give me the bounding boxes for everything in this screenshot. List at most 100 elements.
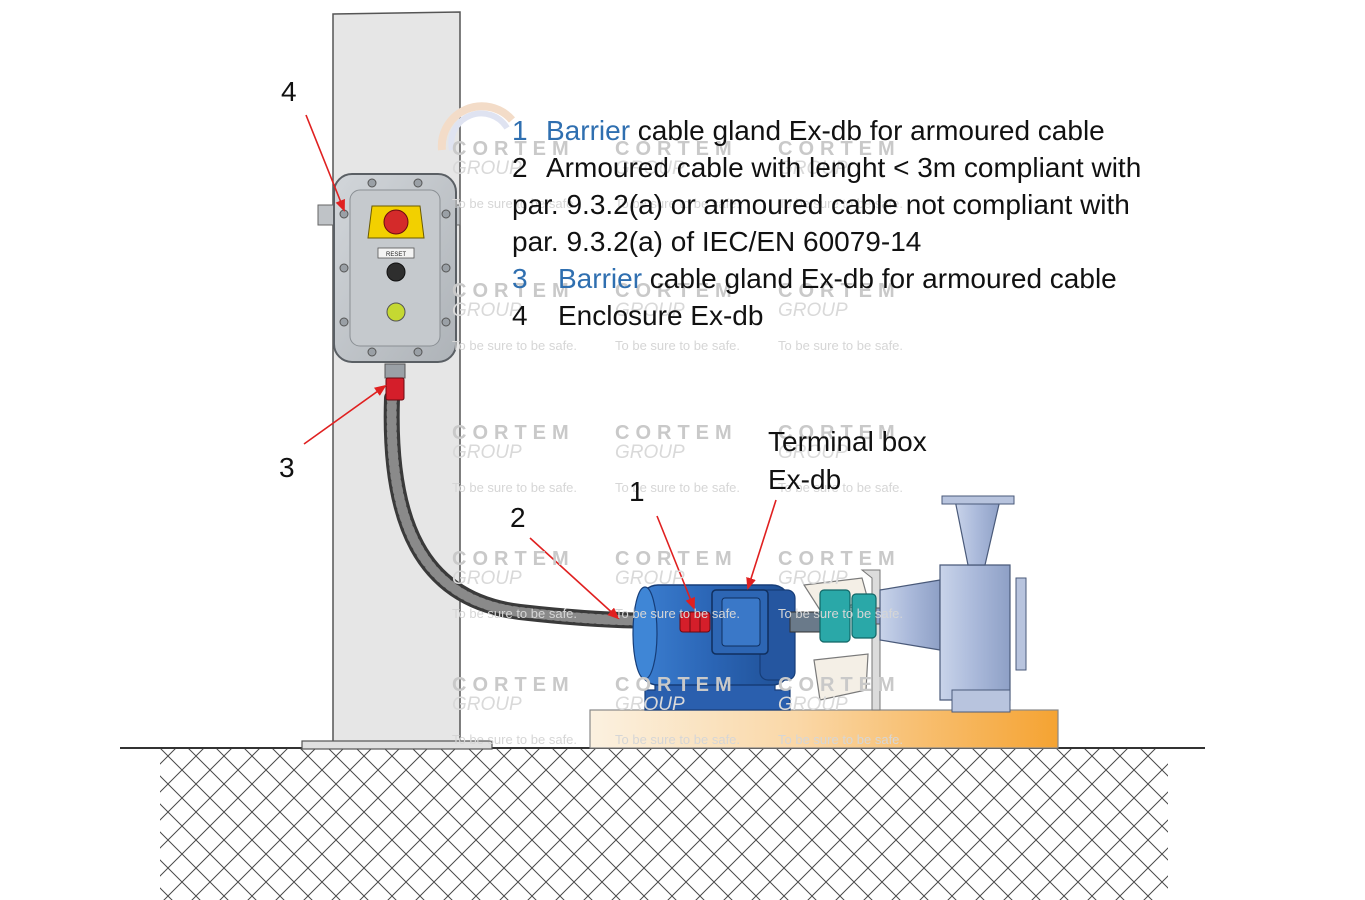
- watermark-brand: CORTEM: [452, 138, 575, 160]
- callout-2: 2: [510, 502, 526, 533]
- watermark: CORTEM GROUP To be sure to be safe.: [437, 100, 602, 220]
- watermark: CORTEM GROUP To be sure to be safe.: [778, 242, 928, 362]
- legend-number: 1: [512, 115, 528, 146]
- legend-highlight: Barrier: [558, 263, 643, 294]
- watermark-brand: CORTEM: [615, 422, 738, 444]
- watermark: CORTEM GROUP To be sure to be safe.: [452, 510, 602, 630]
- watermark-brand: CORTEM: [778, 674, 901, 696]
- watermark-brand: CORTEM: [615, 548, 738, 570]
- watermark-group: GROUP: [615, 158, 685, 179]
- legend-number: 4: [512, 300, 528, 331]
- watermark-brand: CORTEM: [452, 674, 575, 696]
- watermark-tagline: To be sure to be safe.: [778, 606, 904, 621]
- watermark-tagline: To be sure to be safe.: [452, 480, 578, 495]
- watermark-group: GROUP: [615, 694, 685, 715]
- callout-1: 1: [629, 476, 645, 507]
- callout-3: 3: [279, 452, 295, 483]
- watermark-brand: CORTEM: [778, 422, 901, 444]
- ground-hatch: [160, 749, 1168, 900]
- barrier-gland-3: [384, 363, 406, 401]
- watermark-brand: CORTEM: [778, 138, 901, 160]
- reset-label-plate: [377, 247, 415, 259]
- legend-item-2-cont: par. 9.3.2(a) or armoured cable not comp…: [512, 186, 1232, 223]
- watermark-group: GROUP: [452, 300, 522, 321]
- legend-text: Enclosure Ex-db: [558, 300, 764, 331]
- watermark: CORTEM GROUP To be sure to be safe.: [615, 384, 765, 504]
- reset-button: [386, 262, 406, 282]
- callout-arrows: [303, 114, 777, 620]
- watermark-group: GROUP: [615, 442, 685, 463]
- watermark-tagline: To be sure to be safe.: [615, 338, 741, 353]
- watermark-tagline: To be sure to be safe.: [615, 606, 741, 621]
- callout-terminal-box-exdb: Ex-db: [768, 464, 842, 495]
- armoured-cable: [383, 390, 690, 629]
- legend-item-2-cont: par. 9.3.2(a) of IEC/EN 60079-14: [512, 223, 1232, 260]
- watermark: CORTEM GROUP To be sure to be safe.: [778, 636, 928, 756]
- legend-item-4: 4 Enclosure Ex-db: [512, 297, 1232, 334]
- arrow-4: [305, 114, 345, 212]
- watermark: CORTEM GROUP To be sure to be safe.: [452, 242, 602, 362]
- watermark: CORTEM GROUP To be sure to be safe.: [615, 510, 765, 630]
- legend-item-1: 1 Barrier cable gland Ex-db for armoured …: [512, 112, 1232, 149]
- legend-text: Armoured cable with lenght < 3m complian…: [546, 152, 1142, 183]
- terminal-box: [711, 589, 769, 655]
- watermark-tagline: To be sure to be safe.: [452, 606, 578, 621]
- watermark-tagline: To be sure to be safe.: [778, 338, 904, 353]
- ground: [120, 747, 1205, 900]
- watermark-tagline: To be sure to be safe.: [778, 196, 904, 211]
- watermark-tagline: To be sure to be safe.: [615, 480, 741, 495]
- watermark-group: GROUP: [452, 568, 522, 589]
- watermark: CORTEM GROUP To be sure to be safe.: [452, 636, 602, 756]
- legend-number: 3: [512, 263, 528, 294]
- watermark-group: GROUP: [452, 158, 522, 179]
- watermark: CORTEM GROUP To be sure to be safe.: [615, 100, 765, 220]
- arrow-2: [529, 537, 620, 620]
- watermark-brand: CORTEM: [452, 422, 575, 444]
- reset-label: RESET: [386, 252, 406, 258]
- watermark-brand: CORTEM: [615, 674, 738, 696]
- watermark-group: GROUP: [778, 300, 848, 321]
- watermark: CORTEM GROUP To be sure to be safe.: [778, 384, 928, 504]
- watermark-group: GROUP: [452, 694, 522, 715]
- watermark-brand: CORTEM: [452, 280, 575, 302]
- watermark-tagline: To be sure to be safe.: [452, 732, 578, 747]
- legend-highlight: Barrier: [546, 115, 631, 146]
- watermark-brand: CORTEM: [615, 280, 738, 302]
- watermark-brand: CORTEM: [778, 548, 901, 570]
- exd-enclosure: RESET: [317, 173, 461, 363]
- watermark: CORTEM GROUP To be sure to be safe.: [615, 636, 765, 756]
- watermark-tagline: To be sure to be safe.: [778, 480, 904, 495]
- barrier-gland-1: [679, 611, 711, 633]
- legend-text: cable gland Ex-db for armoured cable: [642, 263, 1117, 294]
- watermark-group: GROUP: [615, 300, 685, 321]
- watermark-group: GROUP: [778, 442, 848, 463]
- pump-base: [589, 709, 1059, 749]
- arrow-terminal-box: [746, 499, 777, 590]
- legend-text: par. 9.3.2(a) of IEC/EN 60079-14: [512, 226, 922, 257]
- watermark-brand: CORTEM: [778, 280, 901, 302]
- motor: [632, 584, 831, 686]
- watermark: CORTEM GROUP To be sure to be safe.: [778, 100, 928, 220]
- watermark-group: GROUP: [778, 158, 848, 179]
- legend-text: cable gland Ex-db for armoured cable: [630, 115, 1105, 146]
- watermark-tagline: To be sure to be safe.: [615, 732, 741, 747]
- enclosure-bolts: [339, 178, 451, 357]
- watermark-logo-icon: [437, 102, 516, 151]
- arrow-3: [303, 384, 387, 445]
- watermark-tagline: To be sure to be safe.: [778, 732, 904, 747]
- watermark-group: GROUP: [778, 694, 848, 715]
- watermark-tagline: To be sure to be safe.: [615, 196, 741, 211]
- watermark: CORTEM GROUP To be sure to be safe.: [615, 242, 765, 362]
- centrifugal-pump: [879, 495, 1027, 713]
- legend-item-3: 3 Barrier cable gland Ex-db for armoured …: [512, 260, 1232, 297]
- watermark-group: GROUP: [452, 442, 522, 463]
- callout-terminal-box: Terminal box: [768, 426, 927, 457]
- indicator-light: [386, 302, 406, 322]
- watermark-tagline: To be sure to be safe.: [452, 338, 578, 353]
- watermark-group: GROUP: [615, 568, 685, 589]
- emergency-stop-plate: [367, 205, 425, 239]
- watermark: CORTEM GROUP To be sure to be safe.: [452, 384, 602, 504]
